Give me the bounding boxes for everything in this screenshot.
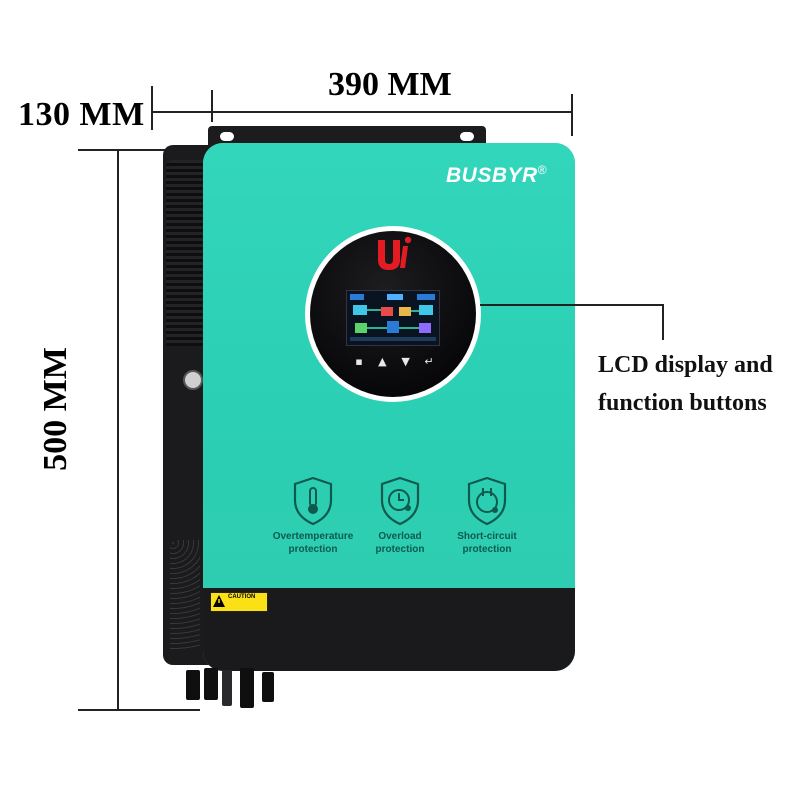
side-vent-lower [170,540,200,650]
side-vent [166,160,206,346]
down-arrow-icon[interactable]: ▼ [401,355,410,368]
lcd-screen [346,290,440,346]
bracket-hole [460,132,474,141]
protection-line-1: Overload [378,531,422,542]
width-label: 390 MM [328,66,452,103]
protection-overtemperature: Overtemperature protection [258,530,368,556]
callout-leader-vertical [662,304,664,340]
power-switch[interactable] [183,370,203,390]
function-buttons: ▪ ▲ ▼ ↵ [352,354,436,370]
connector [186,670,200,700]
lcd-graphics [350,294,436,341]
height-label: 500 MM [37,347,74,471]
warning-icon [213,595,225,607]
thermometer-icon [293,476,333,526]
depth-label: 130 MM [18,96,145,133]
protection-line-1: Overtemperature [272,531,354,542]
callout-line-1: LCD display and [598,352,773,378]
u-logo-icon [378,236,412,270]
connector [240,668,254,708]
connector [262,672,274,702]
protection-line-1: Short-circuit [457,531,517,542]
lcd-callout: LCD display and function buttons [598,346,773,422]
callout-line-2: function buttons [598,390,767,416]
clock-icon [380,476,420,526]
short-circuit-icon [467,476,507,526]
caution-label: CAUTION [228,594,256,600]
brand-logo: BUSBYR® [446,163,548,187]
callout-leader [480,304,664,306]
protection-short-circuit: Short-circuit protection [432,530,542,556]
connector [204,668,218,700]
protection-overload: Overload protection [345,530,455,556]
protection-line-2: protection [462,544,512,555]
enter-icon[interactable]: ↵ [424,355,434,368]
protection-line-2: protection [288,544,338,555]
grid-icon[interactable]: ▪ [355,355,363,368]
up-arrow-icon[interactable]: ▲ [378,355,387,368]
bracket-hole [220,132,234,141]
connector [222,670,232,706]
protection-line-2: protection [375,544,425,555]
